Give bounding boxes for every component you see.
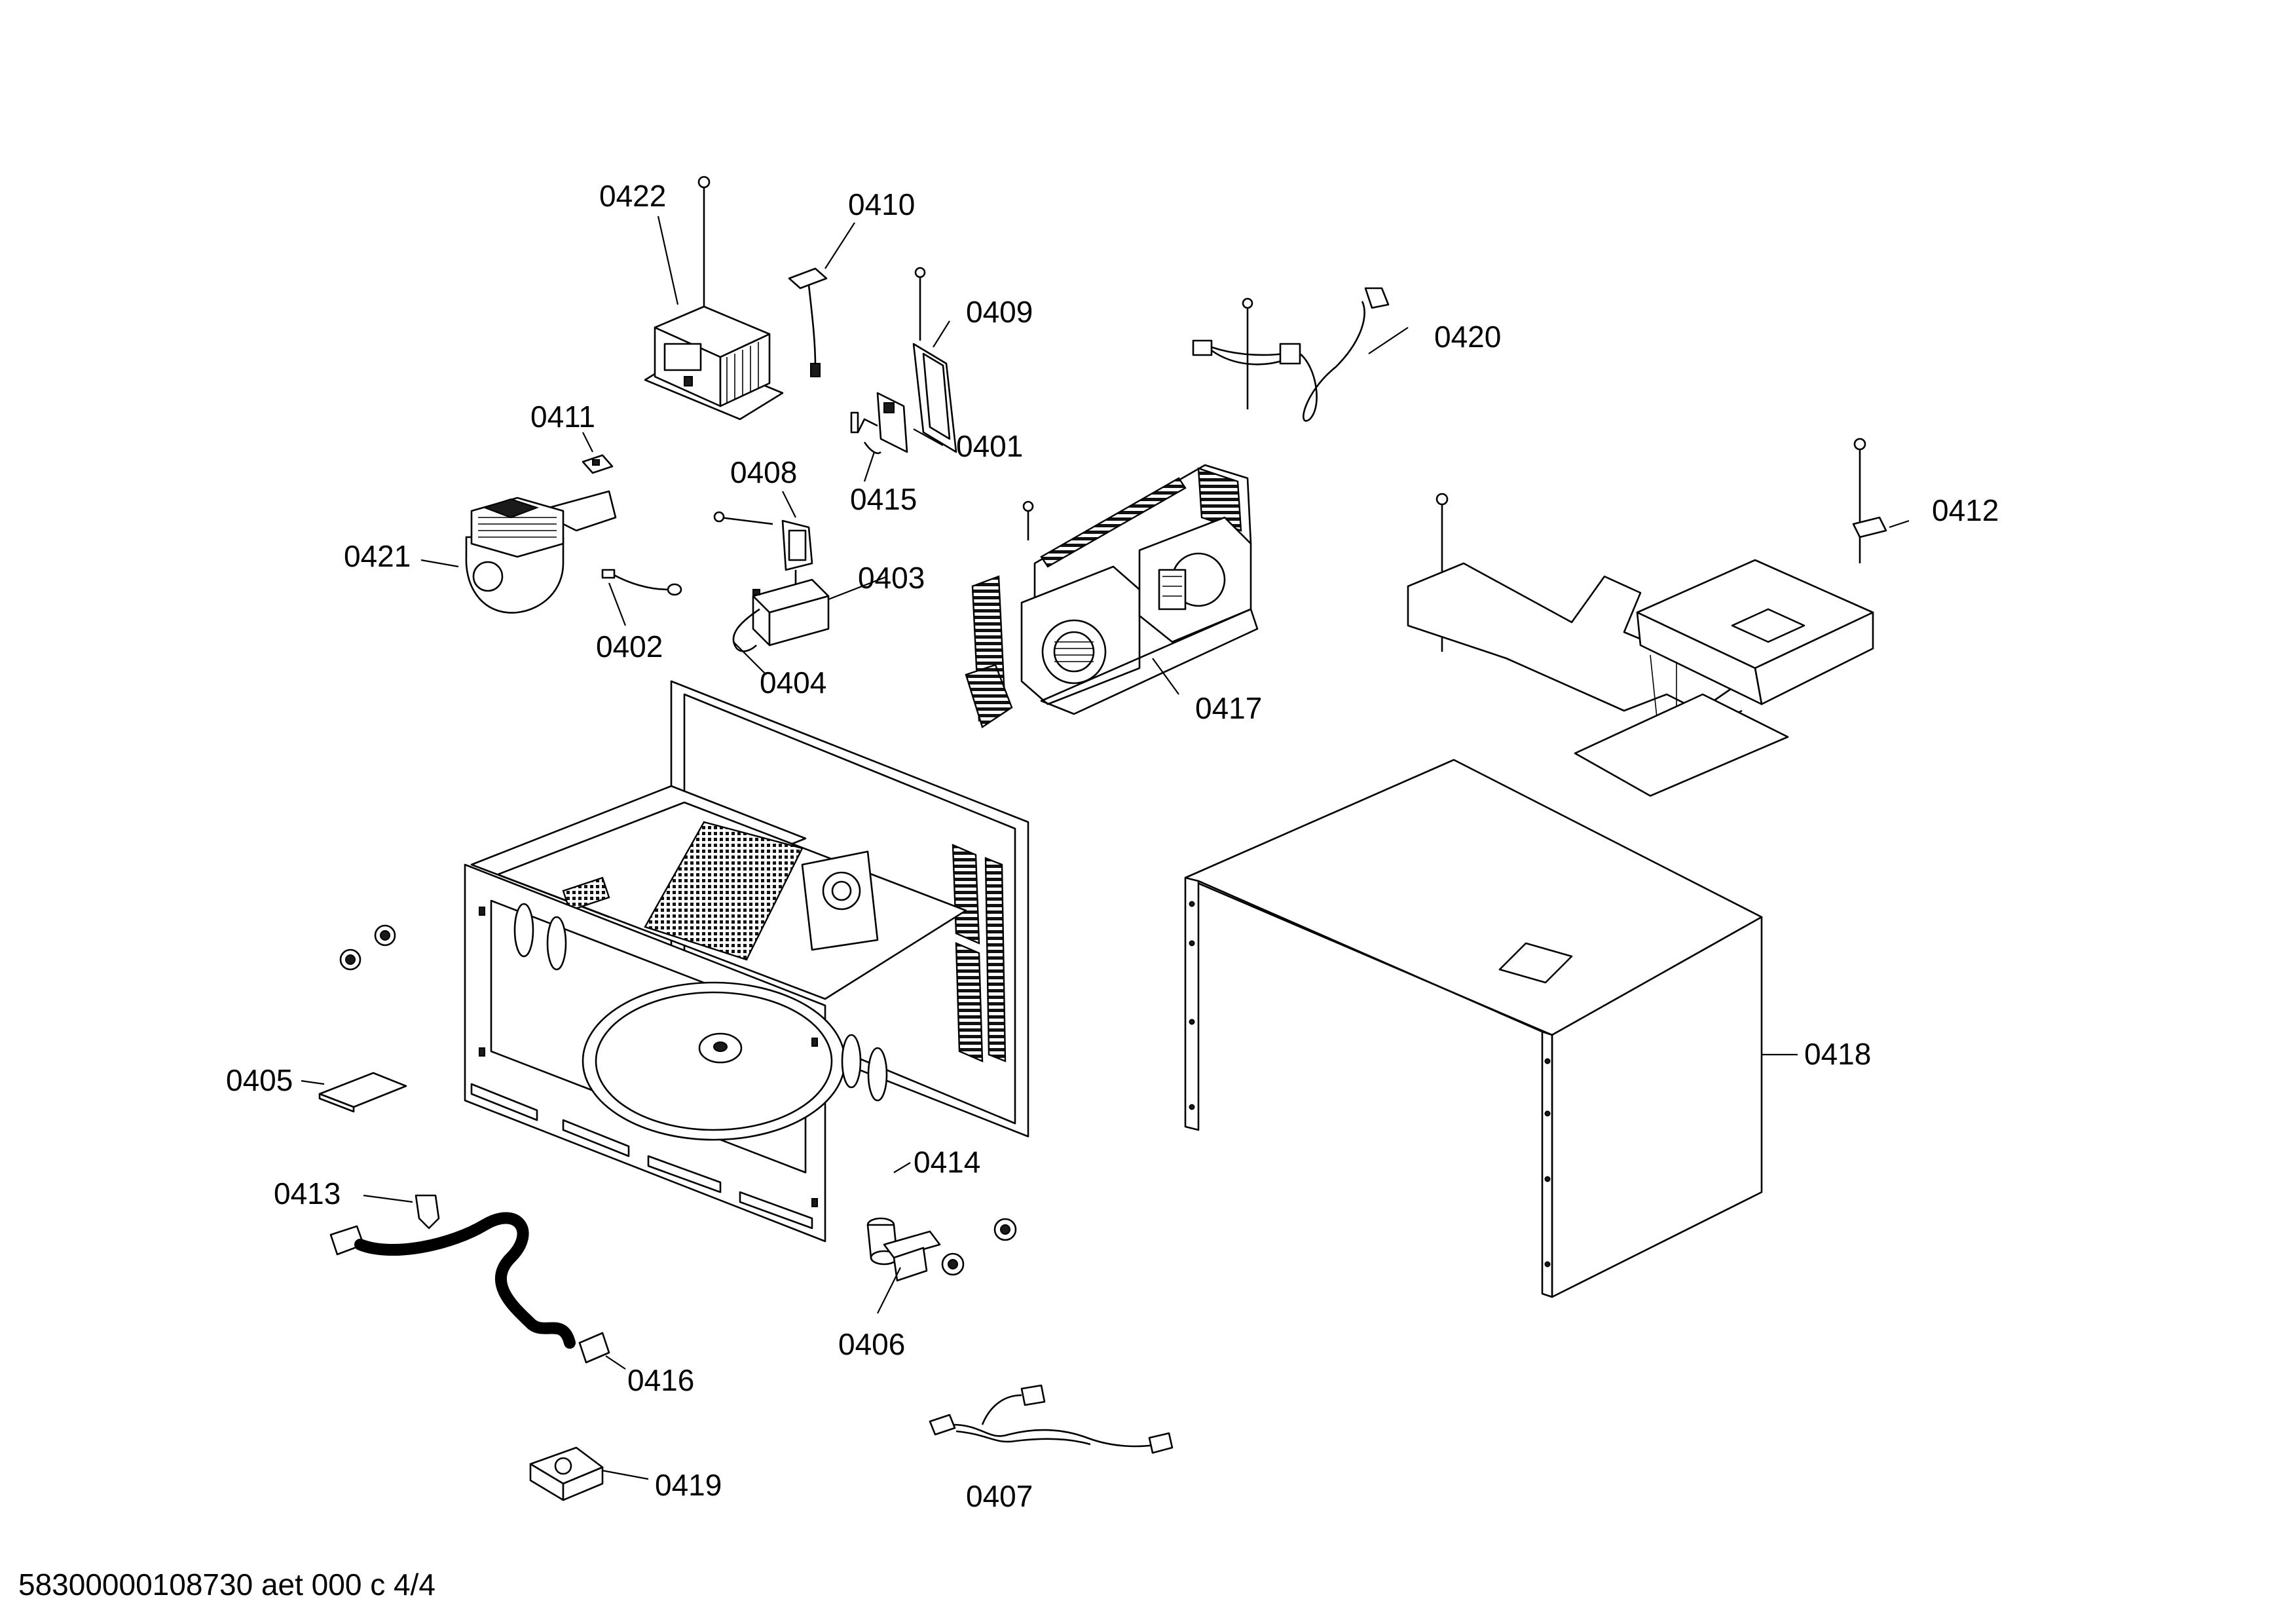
label-0413: 0413 [274,1176,341,1210]
label-0403: 0403 [858,561,925,595]
power-cable-drawing[interactable] [1192,287,1390,422]
label-0401: 0401 [956,429,1023,463]
label-0405: 0405 [226,1063,293,1097]
label-0410: 0410 [848,187,915,221]
part-labels: 0422 0410 0409 0420 0411 0401 0408 0415 … [226,179,1999,1513]
switch-holder-drawing[interactable] [850,267,957,455]
label-0407: 0407 [966,1479,1033,1513]
thermal-sensor-drawing[interactable] [601,569,682,596]
diode-drawing[interactable] [713,511,813,586]
label-0414: 0414 [914,1145,980,1179]
label-0404: 0404 [760,666,826,700]
label-0412: 0412 [1932,493,1999,527]
mounting-bracket-drawing[interactable] [1407,438,1887,797]
label-0420: 0420 [1434,320,1501,354]
thermostat-0411-drawing[interactable] [582,454,614,474]
bracket-drawing[interactable] [883,1230,941,1282]
fuse-lead-drawing[interactable] [788,267,828,377]
document-reference: 58300000108730 aet 000 c 4/4 [18,1567,435,1602]
label-0406: 0406 [838,1327,905,1361]
label-0419: 0419 [655,1468,722,1502]
oven-chassis-drawing[interactable] [464,680,1029,1243]
wire-harness-drawing[interactable] [929,1384,1174,1454]
leader-lines [301,216,1910,1480]
door-cable-drawing[interactable] [329,1212,610,1364]
label-0415: 0415 [850,482,917,516]
label-0422: 0422 [599,179,666,213]
transformer-drawing[interactable] [644,176,784,421]
label-0409: 0409 [966,295,1033,329]
label-0408: 0408 [730,455,797,489]
clip-drawing[interactable] [415,1194,440,1229]
capacitor-drawing[interactable] [732,578,830,652]
label-0421: 0421 [344,539,411,573]
label-0418: 0418 [1804,1037,1871,1071]
outer-cabinet-drawing[interactable] [1184,759,1763,1298]
magnetron-drawing[interactable] [465,490,617,614]
label-0417: 0417 [1195,691,1262,725]
turntable-motor-drawing[interactable] [529,1446,604,1501]
blower-assembly-drawing[interactable] [965,464,1259,728]
cover-plate-drawing[interactable] [318,1072,407,1113]
label-0402: 0402 [596,629,663,664]
nuts-drawing [339,924,1017,1276]
label-0416: 0416 [627,1363,694,1397]
label-0411: 0411 [530,400,595,434]
